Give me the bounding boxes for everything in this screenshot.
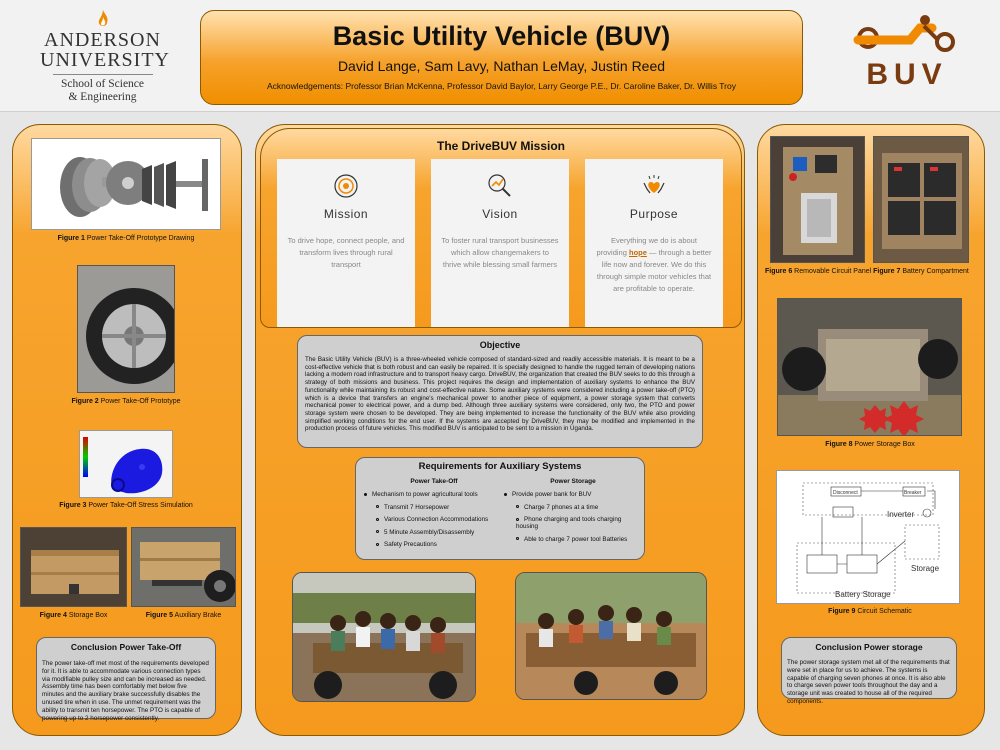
storage-sub-requirement: Charge 7 phones at a time bbox=[504, 504, 642, 511]
logo-divider bbox=[52, 74, 153, 75]
conclusion-storage-body: The power storage system met all of the … bbox=[787, 659, 950, 705]
heart-hands-icon bbox=[643, 175, 665, 194]
pto-requirements-head: Power Take-Off bbox=[410, 478, 458, 485]
requirements-box: Requirements for Auxiliary Systems Power… bbox=[355, 457, 645, 560]
growth-chart-icon bbox=[488, 174, 511, 197]
flame-icon bbox=[98, 10, 108, 26]
figure9-schematic: Disconnect Breaker Inverter Storage Batt… bbox=[776, 470, 960, 604]
mission-frame: The DriveBUV Mission Mission To drive ho… bbox=[260, 128, 742, 328]
anderson-university-logo: ANDERSON UNIVERSITY School of Science & … bbox=[40, 10, 170, 104]
figure3-caption: Figure 3 Power Take-Off Stress Simulatio… bbox=[59, 502, 193, 509]
hope-word: hope bbox=[628, 248, 647, 257]
figure6-caption: Figure 6 Removable Circuit Panel bbox=[765, 268, 872, 275]
figure3-simulation bbox=[79, 430, 173, 498]
logo-line2: UNIVERSITY bbox=[40, 49, 170, 71]
vision-card-body: To foster rural transport businesses whi… bbox=[441, 236, 559, 269]
schematic-battery-storage: Battery Storage bbox=[835, 590, 891, 599]
pto-sub-requirement: Various Connection Accommodations bbox=[364, 516, 504, 523]
objective-box: Objective The Basic Utility Vehicle (BUV… bbox=[297, 335, 703, 448]
authors: David Lange, Sam Lavy, Nathan LeMay, Jus… bbox=[337, 58, 666, 74]
schematic-storage: Storage bbox=[911, 564, 940, 573]
storage-requirements-head: Power Storage bbox=[550, 478, 596, 485]
purpose-card-head: Purpose bbox=[629, 207, 679, 221]
objective-title: Objective bbox=[479, 340, 521, 350]
conclusion-storage-title: Conclusion Power storage bbox=[815, 642, 923, 652]
conclusion-storage-box: Conclusion Power storage The power stora… bbox=[781, 637, 957, 705]
figure5-caption: Figure 5 Auxiliary Brake bbox=[145, 612, 222, 619]
buv-logo: BUV bbox=[853, 15, 955, 91]
storage-requirements: Power Storage Provide power bank for BUV… bbox=[504, 478, 642, 548]
conclusion-pto-body: The power take-off met most of the requi… bbox=[42, 660, 209, 722]
requirements-title: Requirements for Auxiliary Systems bbox=[418, 461, 582, 472]
buv-children-photo-1 bbox=[292, 572, 476, 702]
mission-card: Mission To drive hope, connect people, a… bbox=[277, 159, 415, 327]
pto-main-requirement: Mechanism to power agricultural tools bbox=[364, 491, 504, 498]
figure5-photo bbox=[131, 527, 236, 607]
vision-card: Vision To foster rural transport busines… bbox=[431, 159, 569, 327]
figure4-caption: Figure 4 Storage Box bbox=[39, 612, 108, 619]
mission-card-body: To drive hope, connect people, and trans… bbox=[287, 236, 405, 269]
pto-requirements: Power Take-Off Mechanism to power agricu… bbox=[364, 478, 504, 554]
poster-title: Basic Utility Vehicle (BUV) bbox=[332, 21, 671, 51]
schematic-disconnect: Disconnect bbox=[833, 490, 858, 496]
buv-logo-text: BUV bbox=[866, 58, 947, 91]
figure2-photo bbox=[77, 265, 175, 393]
purpose-card-body: Everything we do is about providing hope… bbox=[596, 236, 712, 293]
schematic-breaker: Breaker bbox=[904, 490, 922, 496]
figure1-drawing bbox=[31, 138, 221, 230]
figure9-caption: Figure 9 Circuit Schematic bbox=[828, 608, 912, 615]
conclusion-pto-title: Conclusion Power Take-Off bbox=[70, 642, 182, 652]
purpose-card: Purpose Everything we do is about provid… bbox=[585, 159, 723, 327]
storage-sub-requirement: Able to charge 7 power tool Batteries bbox=[504, 536, 642, 543]
mission-section-title: The DriveBUV Mission bbox=[436, 139, 566, 153]
vision-card-head: Vision bbox=[482, 207, 518, 221]
figure8-caption: Figure 8 Power Storage Box bbox=[825, 441, 915, 448]
pto-sub-requirement: Safety Precautions bbox=[364, 541, 504, 548]
logo-school1: School of Science bbox=[60, 78, 145, 90]
storage-main-requirement: Provide power bank for BUV bbox=[504, 491, 642, 498]
acknowledgements: Acknowledgements: Professor Brian McKenn… bbox=[267, 81, 736, 91]
conclusion-pto-box: Conclusion Power Take-Off The power take… bbox=[36, 637, 216, 722]
figure1-caption: Figure 1 Power Take-Off Prototype Drawin… bbox=[57, 235, 195, 242]
logo-line1: ANDERSON bbox=[44, 29, 161, 51]
buv-children-photo-2 bbox=[515, 572, 707, 700]
figure7-caption: Figure 7 Battery Compartment bbox=[873, 268, 969, 275]
title-box: Basic Utility Vehicle (BUV) David Lange,… bbox=[200, 10, 803, 105]
figure4-photo bbox=[20, 527, 127, 607]
pto-sub-requirement: Transmit 7 Horsepower bbox=[364, 504, 504, 511]
figure2-caption: Figure 2 Power Take-Off Prototype bbox=[71, 398, 181, 405]
logo-school2: & Engineering bbox=[68, 91, 137, 103]
storage-sub-requirement: Phone charging and tools charging housin… bbox=[516, 516, 622, 530]
schematic-inverter: Inverter bbox=[887, 510, 914, 519]
figure6-photo bbox=[770, 136, 865, 263]
target-icon bbox=[334, 174, 358, 198]
figure7-photo bbox=[873, 136, 969, 263]
pto-sub-requirement: 5 Minute Assembly/Disassembly bbox=[364, 529, 504, 536]
objective-body: The Basic Utility Vehicle (BUV) is a thr… bbox=[305, 356, 695, 433]
figure8-photo bbox=[777, 298, 962, 436]
mission-card-head: Mission bbox=[323, 207, 369, 221]
